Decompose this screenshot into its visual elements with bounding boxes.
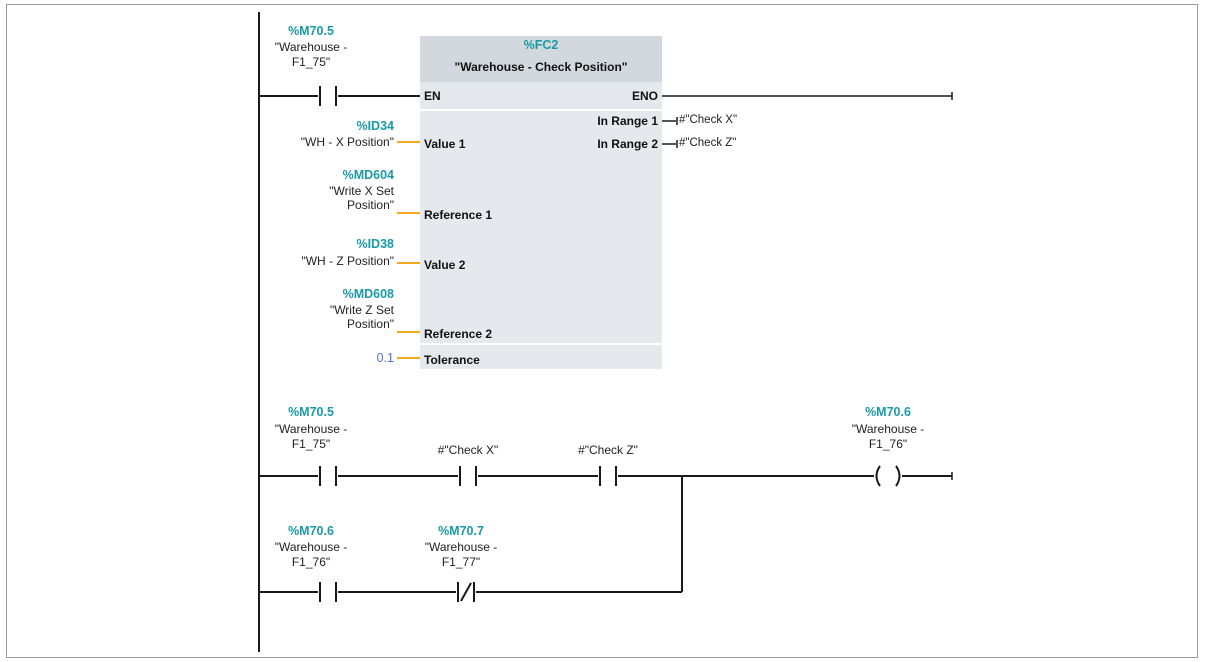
pin-value-1: Value 1 <box>424 137 466 151</box>
input-symbol: "Write Z Set <box>329 303 394 317</box>
coil-left-arc <box>875 465 881 487</box>
contact-address[interactable]: %M70.5 <box>288 24 334 38</box>
contact-symbol: "Warehouse - <box>274 540 348 554</box>
pin-en: EN <box>424 89 441 103</box>
input-address[interactable]: %ID34 <box>356 119 394 133</box>
function-block-fc2[interactable] <box>420 36 662 369</box>
contact-symbol: F1_75" <box>291 55 331 69</box>
function-block-header <box>420 36 662 82</box>
function-block-name[interactable]: "Warehouse - Check Position" <box>454 60 628 74</box>
contact-address[interactable]: %M70.5 <box>288 405 334 419</box>
pin-eno: ENO <box>631 89 658 103</box>
coil-symbol: F1_76" <box>868 437 908 451</box>
contact-symbol: "Warehouse - <box>274 40 348 54</box>
input-address[interactable]: %MD608 <box>342 287 394 301</box>
coil-symbol: "Warehouse - <box>851 422 925 436</box>
contact-operand[interactable]: #"Check Z" <box>578 443 638 457</box>
nc-contact-slash <box>460 582 472 602</box>
input-symbol: "WH - X Position" <box>300 135 394 149</box>
pin-value-2: Value 2 <box>424 258 466 272</box>
pin-reference-1: Reference 1 <box>424 208 493 222</box>
input-address[interactable]: %MD604 <box>342 168 394 182</box>
pin-reference-2: Reference 2 <box>424 327 493 341</box>
contact-symbol: F1_77" <box>441 555 481 569</box>
pin-in-range-2: In Range 2 <box>597 137 658 151</box>
contact-symbol: F1_76" <box>291 555 331 569</box>
input-symbol: "WH - Z Position" <box>301 254 394 268</box>
contact-address[interactable]: %M70.7 <box>438 524 484 538</box>
contact-address[interactable]: %M70.6 <box>288 524 334 538</box>
function-block-address: %FC2 <box>523 38 559 52</box>
output-operand[interactable]: #"Check Z" <box>679 137 737 149</box>
input-symbol: Position" <box>347 198 394 212</box>
coil-address[interactable]: %M70.6 <box>865 405 911 419</box>
tolerance-constant[interactable]: 0.1 <box>376 351 394 365</box>
pin-in-range-1: In Range 1 <box>597 114 658 128</box>
input-symbol: "Write X Set <box>329 184 394 198</box>
input-symbol: Position" <box>347 317 394 331</box>
coil-right-arc <box>895 465 901 487</box>
output-operand[interactable]: #"Check X" <box>679 114 738 126</box>
pin-tolerance: Tolerance <box>424 353 480 367</box>
contact-symbol: "Warehouse - <box>274 422 348 436</box>
contact-symbol: F1_75" <box>291 437 331 451</box>
input-address[interactable]: %ID38 <box>356 237 394 251</box>
contact-symbol: "Warehouse - <box>424 540 498 554</box>
contact-operand[interactable]: #"Check X" <box>437 443 499 457</box>
